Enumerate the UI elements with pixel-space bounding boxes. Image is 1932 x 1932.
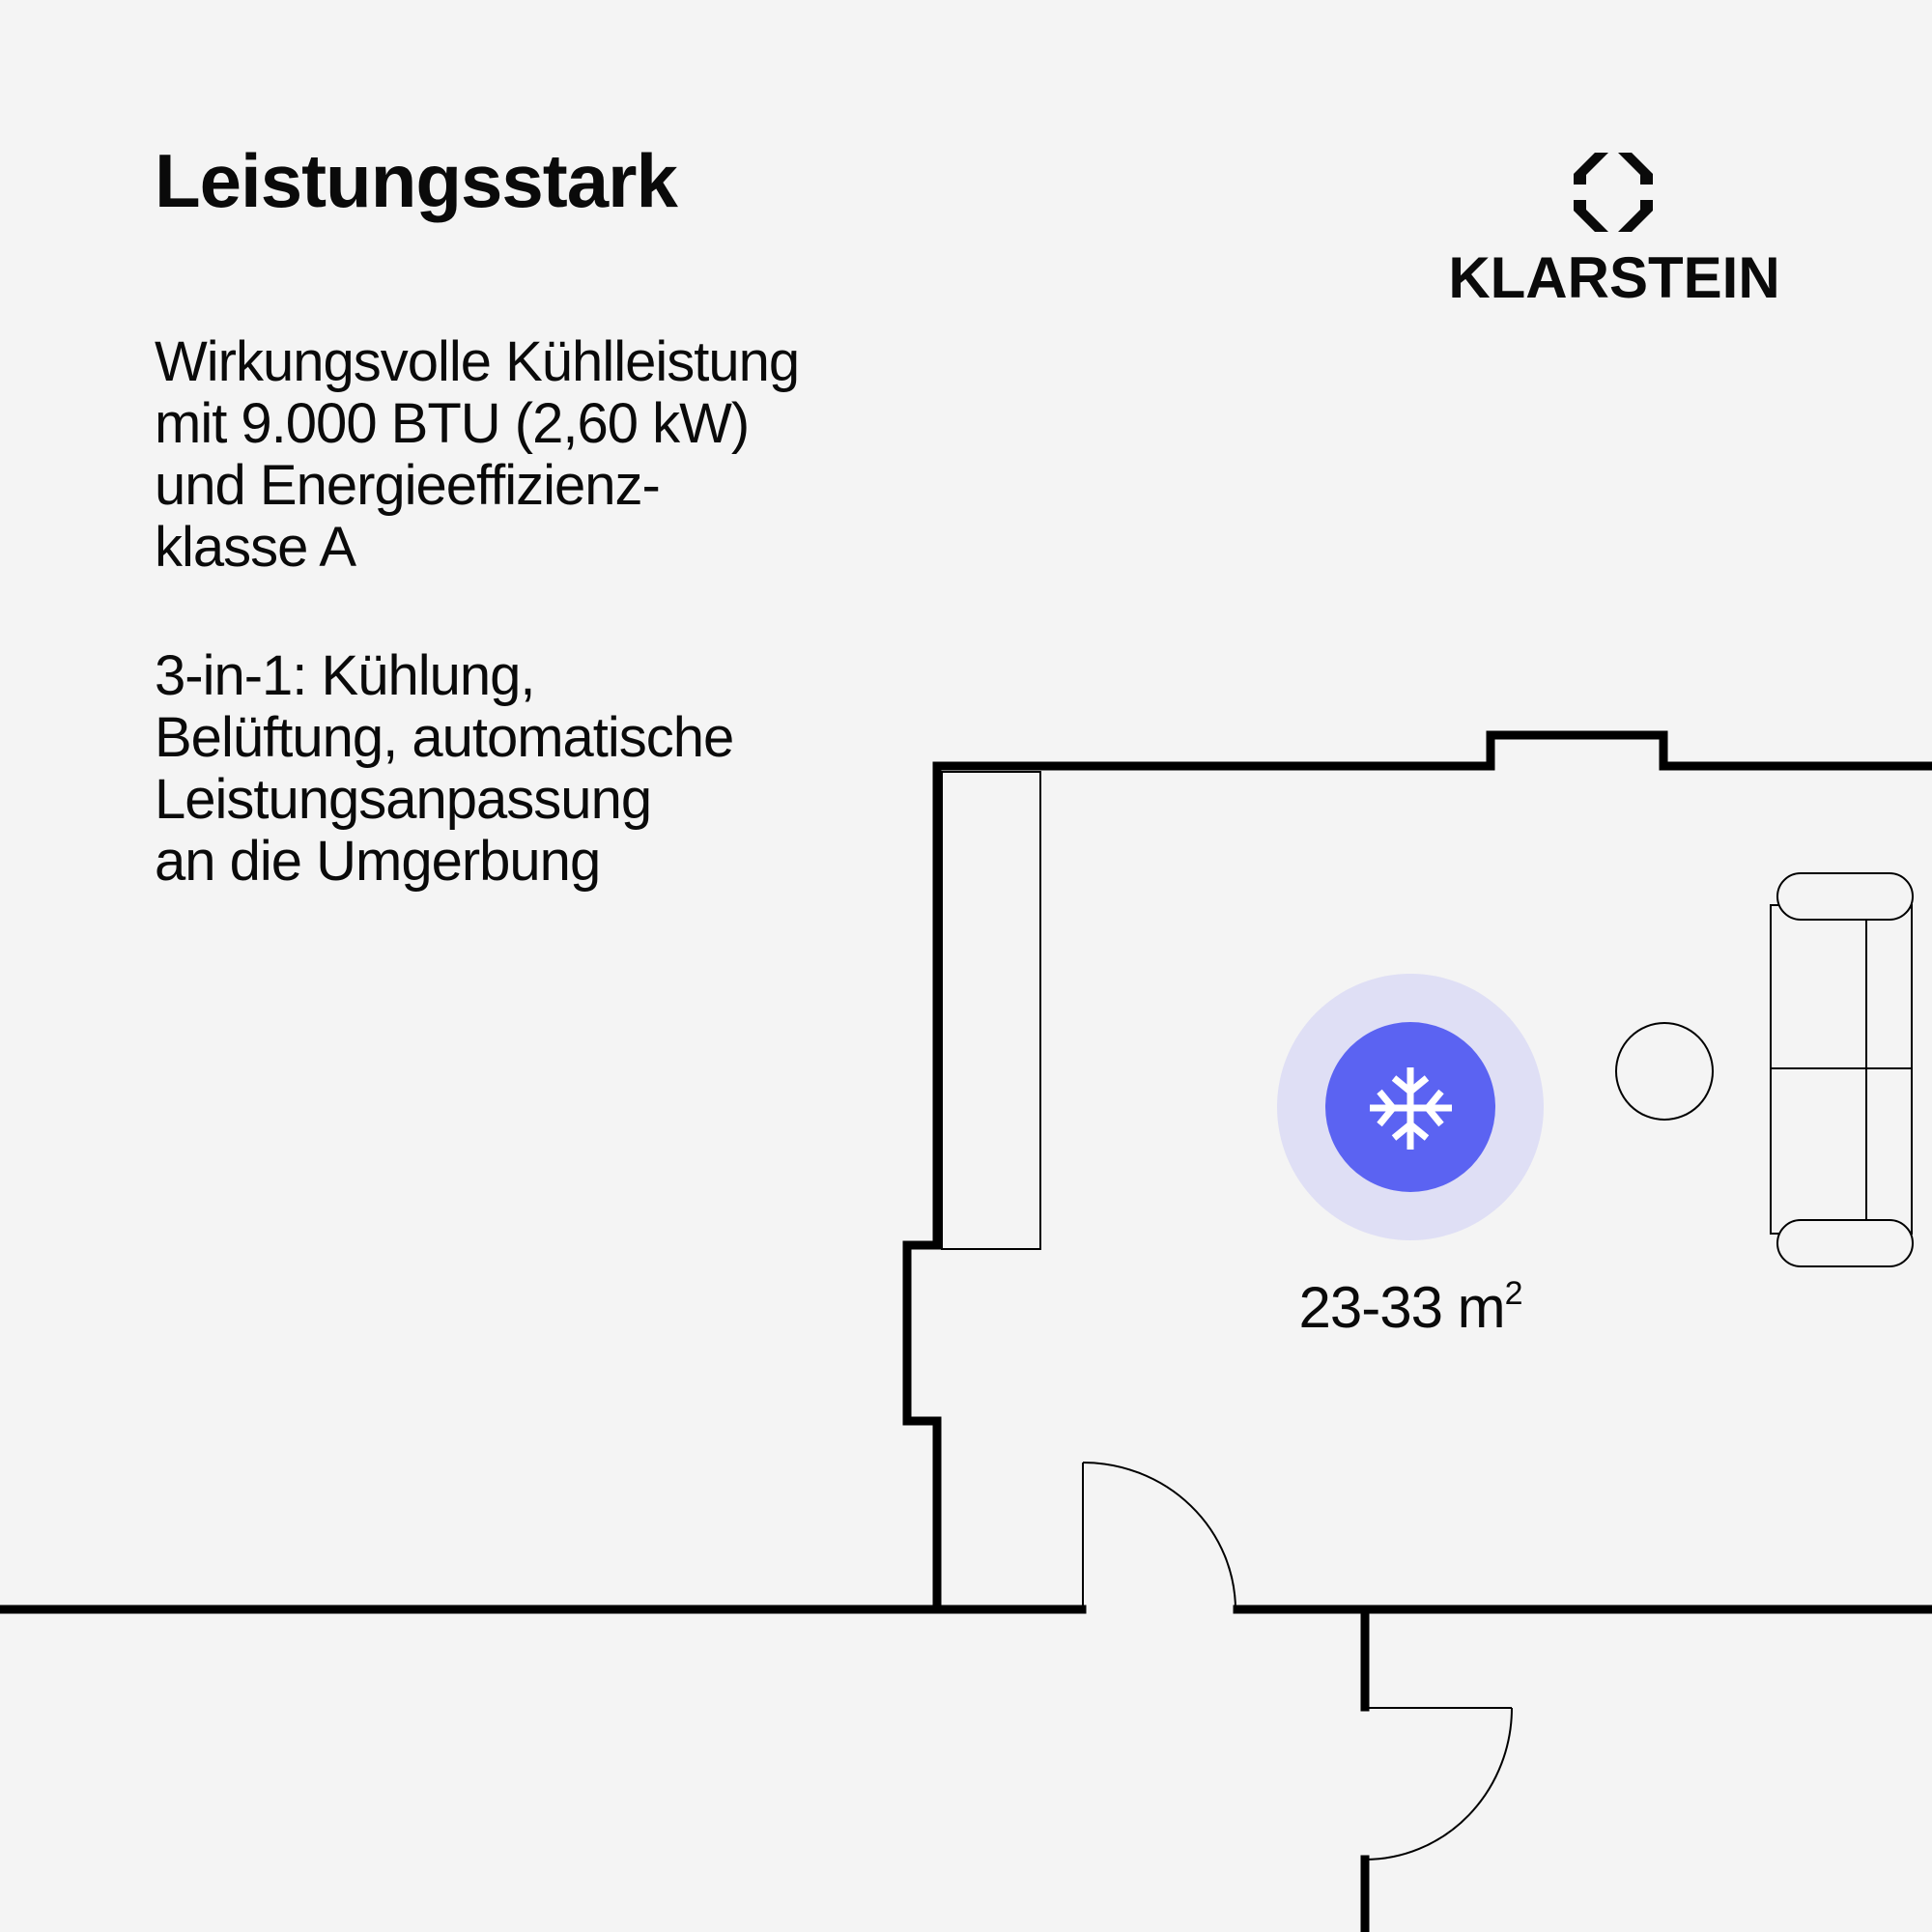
side-table [1615, 1022, 1714, 1121]
door-secondary [1364, 1707, 1513, 1861]
brand-wordmark: KLARSTEIN [1448, 245, 1780, 310]
coverage-area-value: 23-33 m [1298, 1275, 1505, 1340]
feature-3-in-1: 3-in-1: Kühlung, Belüftung, automatische… [155, 644, 734, 893]
brand-logo: KLARSTEIN [1445, 153, 1783, 307]
cabinet [941, 771, 1041, 1250]
coverage-area-label: 23-33 m2 [1217, 1277, 1604, 1337]
coverage-area-unit-exponent: 2 [1504, 1275, 1523, 1312]
door-main [1082, 1462, 1236, 1611]
snowflake-icon [1370, 1067, 1452, 1150]
page-title: Leistungsstark [155, 138, 678, 223]
feature-cooling-capacity: Wirkungsvolle Kühlleistung mit 9.000 BTU… [155, 330, 800, 579]
cooling-coverage-indicator [1277, 974, 1544, 1240]
klarstein-octagon-logo-icon [1574, 153, 1653, 232]
sofa [1770, 872, 1914, 1267]
walls [0, 730, 1932, 1932]
